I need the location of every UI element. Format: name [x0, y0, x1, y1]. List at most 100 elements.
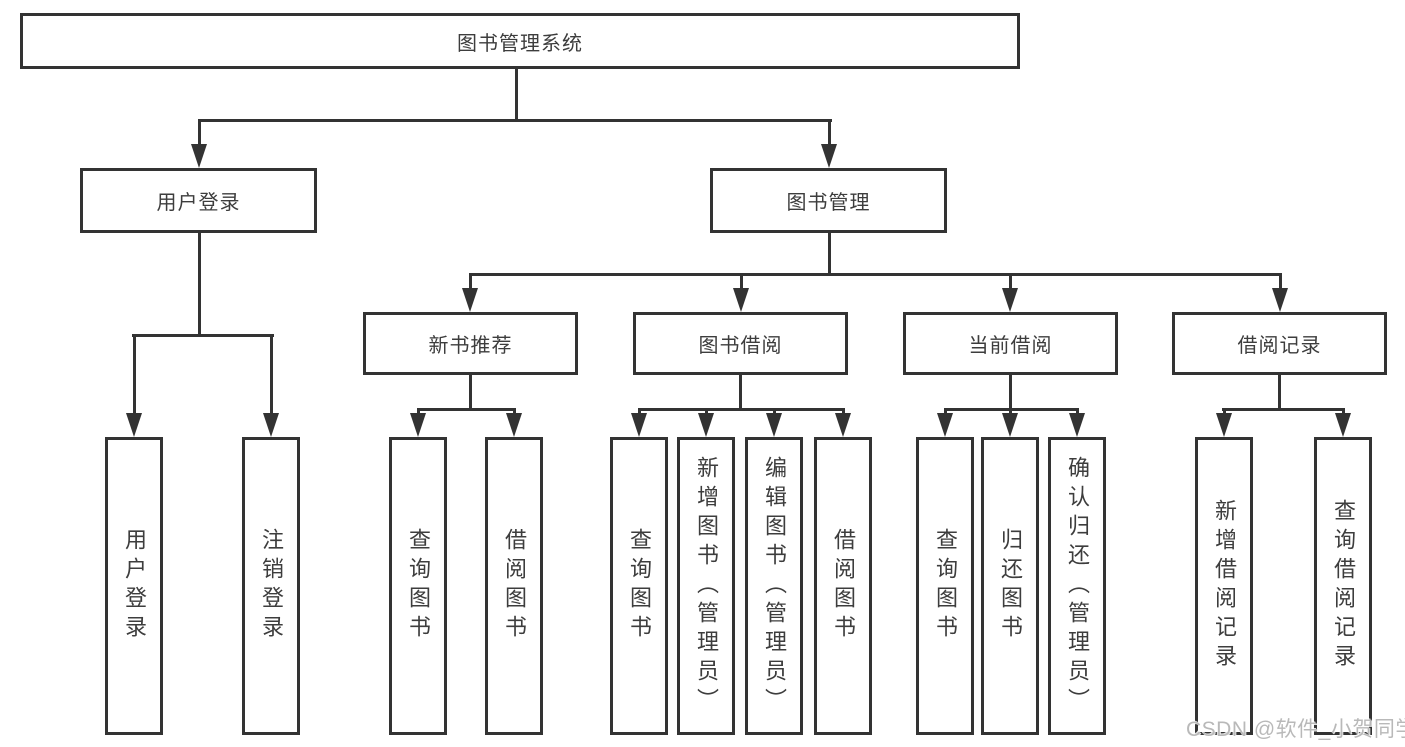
arrow-stem	[739, 273, 743, 294]
node-user-login: 用户登录	[80, 168, 317, 233]
arrow-to-logout	[263, 334, 279, 437]
node-current-borrowing-label: 当前借阅	[968, 335, 1053, 357]
arrowhead-down-icon	[1002, 413, 1018, 437]
arrowhead-down-icon	[766, 413, 782, 437]
leaf-borrow-books-2: 借阅图书	[814, 437, 872, 735]
leaf-query-books-1-label: 查询图书	[406, 528, 431, 644]
arrow-to-borrow-books-2	[835, 408, 851, 437]
arrow-to-query-books-3	[937, 408, 953, 437]
leaf-add-books-admin-label: 新增图书（管理员）	[694, 455, 719, 717]
arrow-stem	[468, 273, 472, 294]
connector-user-login-split	[132, 334, 274, 337]
leaf-confirm-return-admin: 确认归还（管理员）	[1048, 437, 1106, 735]
arrow-to-confirm-return	[1069, 408, 1085, 437]
arrow-stem	[1008, 273, 1012, 294]
arrow-to-book-borrowing	[733, 273, 749, 312]
leaf-add-books-admin: 新增图书（管理员）	[677, 437, 735, 735]
connector-borrowing-records-stub	[1278, 375, 1281, 411]
leaf-logout: 注销登录	[242, 437, 300, 735]
leaf-borrow-books-2-label: 借阅图书	[831, 528, 856, 644]
arrowhead-down-icon	[937, 413, 953, 437]
arrow-to-add-record	[1216, 408, 1232, 437]
leaf-query-borrow-record: 查询借阅记录	[1314, 437, 1372, 735]
arrowhead-down-icon	[462, 288, 478, 312]
arrow-to-user-login	[191, 119, 207, 168]
arrow-to-borrow-books-1	[506, 408, 522, 437]
leaf-query-books-1: 查询图书	[389, 437, 447, 735]
arrowhead-down-icon	[835, 413, 851, 437]
node-book-borrowing: 图书借阅	[633, 312, 848, 375]
connector-new-books-stub	[469, 375, 472, 411]
leaf-add-borrow-record-label: 新增借阅记录	[1212, 499, 1237, 673]
arrow-to-book-management	[821, 119, 837, 168]
leaf-user-login: 用户登录	[105, 437, 163, 735]
connector-new-books-split	[417, 408, 516, 411]
connector-book-borrowing-stub	[739, 375, 742, 411]
arrow-stem	[197, 119, 201, 150]
arrow-stem	[269, 334, 273, 419]
arrowhead-down-icon	[126, 413, 142, 437]
connector-level3-split	[469, 273, 1282, 276]
leaf-user-login-label: 用户登录	[122, 528, 147, 644]
node-new-books-label: 新书推荐	[428, 335, 513, 357]
arrow-to-add-books	[698, 408, 714, 437]
connector-current-borrowing-stub	[1009, 375, 1012, 411]
node-book-management-label: 图书管理	[786, 192, 871, 214]
leaf-query-books-2: 查询图书	[610, 437, 668, 735]
arrow-to-return-books	[1002, 408, 1018, 437]
arrow-to-query-books-1	[410, 408, 426, 437]
node-user-login-label: 用户登录	[156, 192, 241, 214]
connector-level2-split	[198, 119, 832, 122]
arrowhead-down-icon	[1216, 413, 1232, 437]
arrow-to-query-record	[1335, 408, 1351, 437]
arrowhead-down-icon	[733, 288, 749, 312]
leaf-borrow-books-1-label: 借阅图书	[502, 528, 527, 644]
arrowhead-down-icon	[410, 413, 426, 437]
arrow-stem	[827, 119, 831, 150]
leaf-return-books: 归还图书	[981, 437, 1039, 735]
arrowhead-down-icon	[1002, 288, 1018, 312]
leaf-return-books-label: 归还图书	[998, 528, 1023, 644]
arrow-to-query-books-2	[631, 408, 647, 437]
arrowhead-down-icon	[506, 413, 522, 437]
leaf-confirm-return-admin-label: 确认归还（管理员）	[1065, 455, 1090, 717]
arrowhead-down-icon	[631, 413, 647, 437]
arrow-stem	[132, 334, 136, 419]
node-borrowing-records: 借阅记录	[1172, 312, 1387, 375]
node-library-system: 图书管理系统	[20, 13, 1020, 69]
arrow-to-new-books	[462, 273, 478, 312]
arrow-to-login	[126, 334, 142, 437]
node-new-books: 新书推荐	[363, 312, 578, 375]
arrowhead-down-icon	[191, 144, 207, 168]
leaf-query-books-3: 查询图书	[916, 437, 974, 735]
arrowhead-down-icon	[821, 144, 837, 168]
connector-borrowing-records-split	[1222, 408, 1345, 411]
node-book-management: 图书管理	[710, 168, 947, 233]
connector-book-borrowing-split	[638, 408, 845, 411]
connector-book-management-stub	[828, 233, 831, 276]
leaf-edit-books-admin-label: 编辑图书（管理员）	[762, 455, 787, 717]
arrowhead-down-icon	[698, 413, 714, 437]
arrowhead-down-icon	[1335, 413, 1351, 437]
leaf-edit-books-admin: 编辑图书（管理员）	[745, 437, 803, 735]
node-library-system-label: 图书管理系统	[457, 32, 583, 55]
connector-current-borrowing-split	[944, 408, 1079, 411]
leaf-query-books-3-label: 查询图书	[933, 528, 958, 644]
leaf-logout-label: 注销登录	[259, 528, 284, 644]
leaf-add-borrow-record: 新增借阅记录	[1195, 437, 1253, 735]
node-borrowing-records-label: 借阅记录	[1237, 335, 1322, 357]
leaf-query-borrow-record-label: 查询借阅记录	[1331, 499, 1356, 673]
csdn-watermark: CSDN @软件_小贺同学	[1186, 718, 1405, 741]
arrow-to-current-borrowing	[1002, 273, 1018, 312]
node-current-borrowing: 当前借阅	[903, 312, 1118, 375]
arrow-to-borrowing-records	[1272, 273, 1288, 312]
leaf-query-books-2-label: 查询图书	[627, 528, 652, 644]
arrow-to-edit-books	[766, 408, 782, 437]
arrow-stem	[1278, 273, 1282, 294]
connector-user-login-stub	[198, 233, 201, 337]
node-book-borrowing-label: 图书借阅	[698, 335, 783, 357]
arrowhead-down-icon	[263, 413, 279, 437]
connector-root-stub	[515, 69, 518, 122]
arrowhead-down-icon	[1272, 288, 1288, 312]
